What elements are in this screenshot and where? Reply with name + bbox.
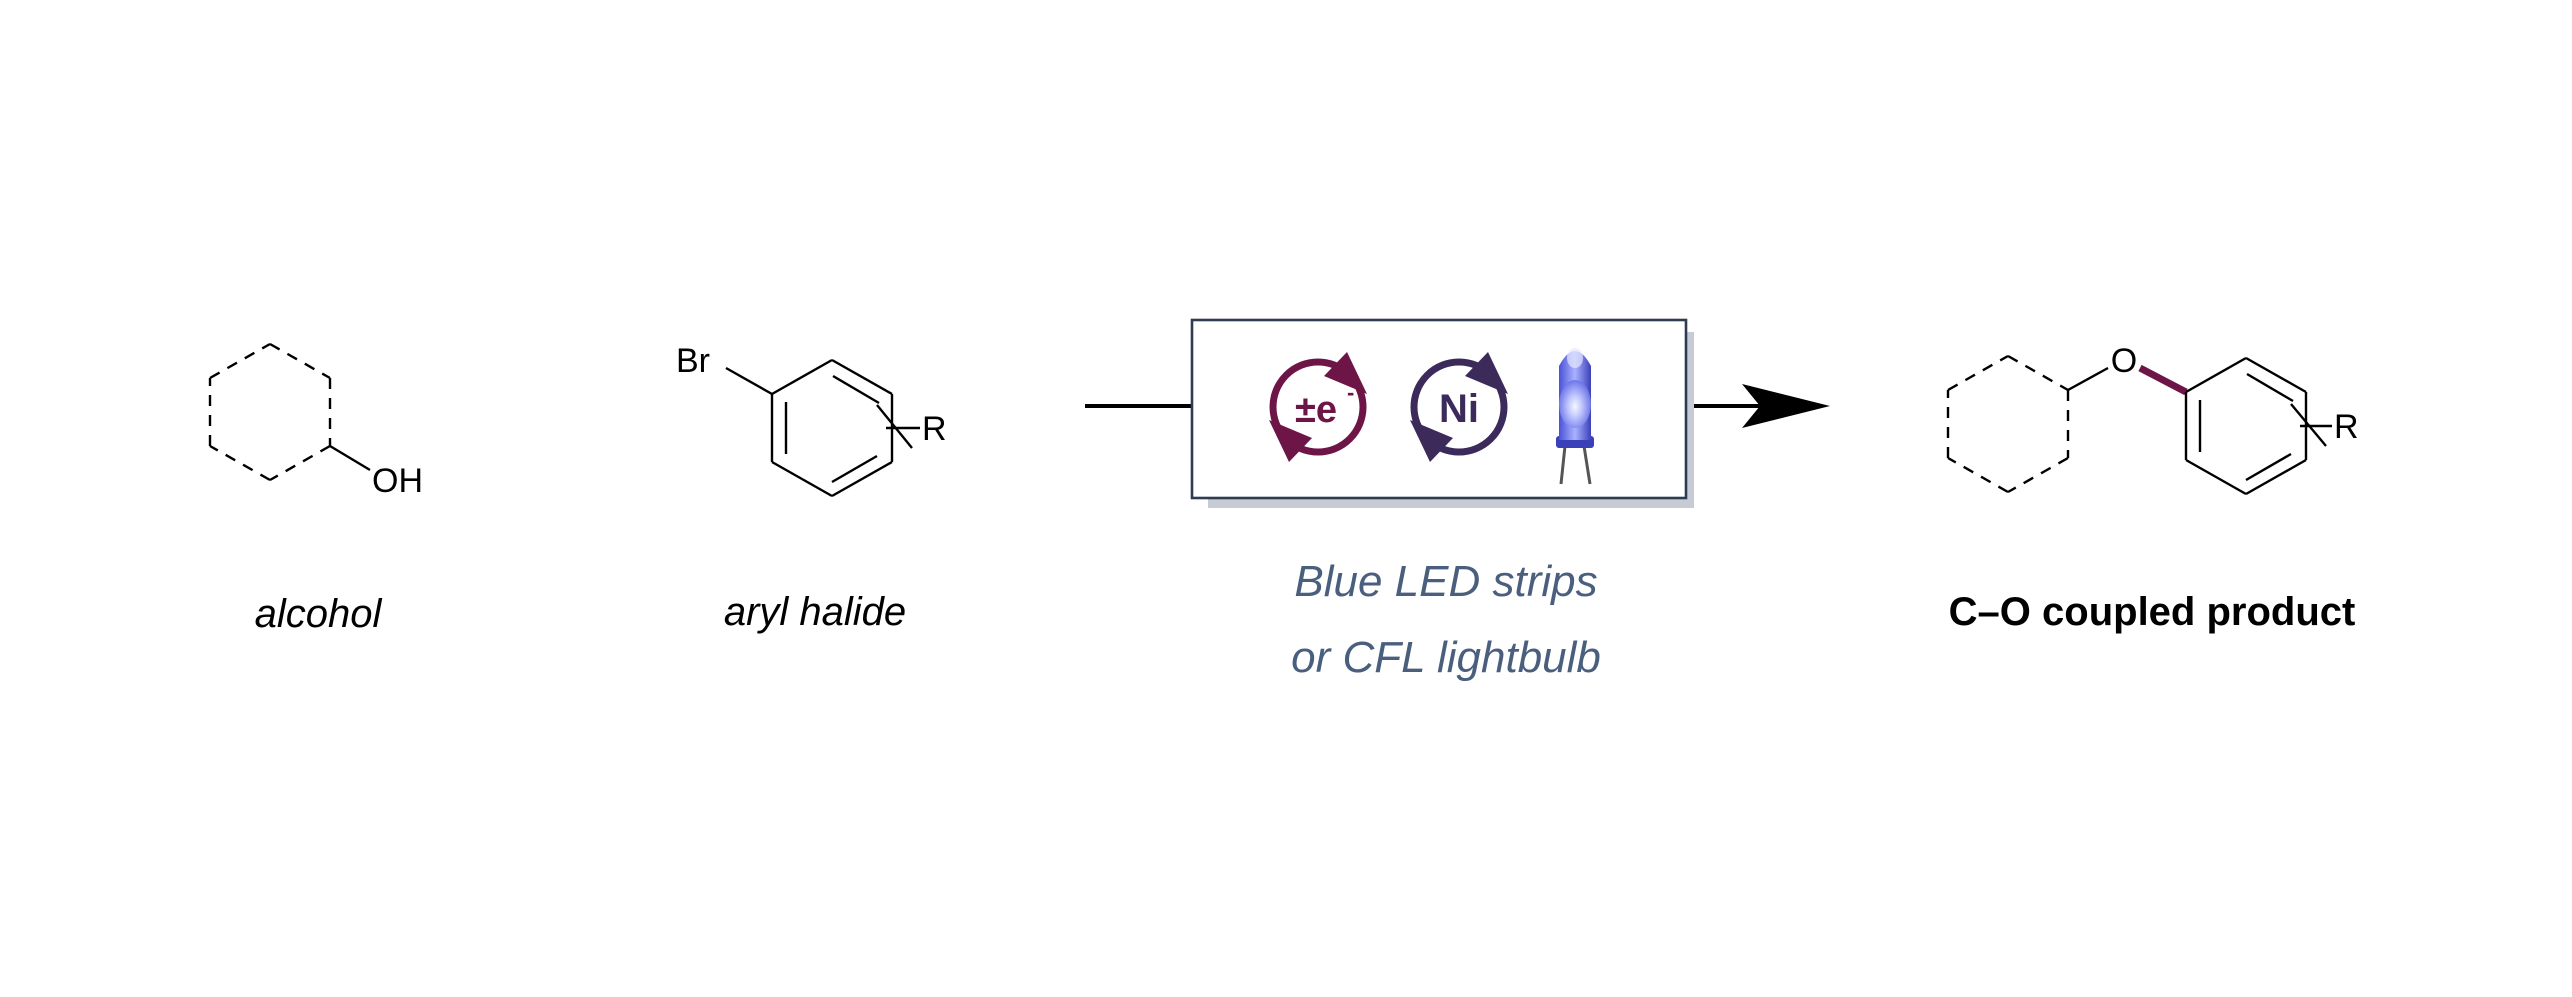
hydroxyl-label: OH xyxy=(372,462,423,500)
nickel-label: Ni xyxy=(1439,387,1479,431)
conditions-box-frame xyxy=(1190,318,1688,500)
conditions-box: ±e - Ni xyxy=(1190,318,1694,508)
benzene-ring xyxy=(770,358,894,498)
conditions-line-1: Blue LED strips xyxy=(1294,557,1597,606)
aryl-halide-caption: aryl halide xyxy=(724,590,906,634)
alcohol-caption: alcohol xyxy=(255,592,383,636)
nickel-catalyst-icon: Ni xyxy=(1403,352,1515,462)
new-c-o-bond xyxy=(2138,364,2188,396)
c-o-bond xyxy=(2067,366,2109,392)
reaction-arrow xyxy=(1085,384,1830,428)
ether-oxygen-label: O xyxy=(2111,342,2137,380)
c-br-bond xyxy=(725,366,773,396)
arrowhead-icon xyxy=(1742,384,1830,428)
product-structure: O R xyxy=(1946,342,2359,496)
benzene-ring xyxy=(2184,356,2308,496)
product-caption: C–O coupled product xyxy=(1949,590,2356,634)
cyclohexane-ring xyxy=(208,342,332,482)
r-substituent-bond xyxy=(876,404,913,449)
conditions-line-2: or CFL lightbulb xyxy=(1291,633,1601,682)
alcohol-structure: OH xyxy=(208,342,423,500)
blue-led-icon xyxy=(1556,348,1594,485)
aryl-halide-structure xyxy=(725,358,920,498)
photocatalyst-superscript: - xyxy=(1347,380,1354,405)
cyclohexane-ring xyxy=(1946,354,2070,494)
c-oh-bond xyxy=(329,444,371,472)
bromine-label: Br xyxy=(676,342,710,380)
photocatalyst-label: ±e xyxy=(1295,389,1337,431)
photocatalyst-icon: ±e - xyxy=(1262,352,1374,462)
r-group-label: R xyxy=(922,410,947,448)
r-group-label: R xyxy=(2334,408,2359,446)
